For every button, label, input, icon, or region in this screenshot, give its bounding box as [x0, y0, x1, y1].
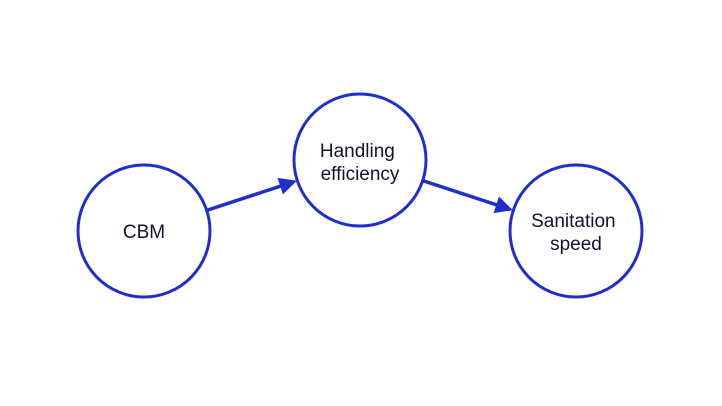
node-sanitation-speed-circle — [508, 163, 644, 299]
node-sanitation-speed: Sanitation speed — [508, 163, 644, 299]
edge-cbm-to-handling-efficiency — [206, 177, 297, 213]
node-sanitation-speed-label: Sanitation speed — [531, 211, 621, 255]
edge-handling-efficiency-to-sanitation-speed — [422, 178, 513, 214]
edges — [206, 177, 513, 214]
node-handling-efficiency-circle — [292, 92, 428, 228]
node-cbm-circle — [76, 163, 212, 299]
node-handling-efficiency-label: Handling efficiency — [320, 141, 400, 185]
node-cbm: CBM — [76, 163, 212, 299]
node-handling-efficiency: Handling efficiency — [292, 92, 428, 228]
node-cbm-label: CBM — [123, 222, 165, 243]
